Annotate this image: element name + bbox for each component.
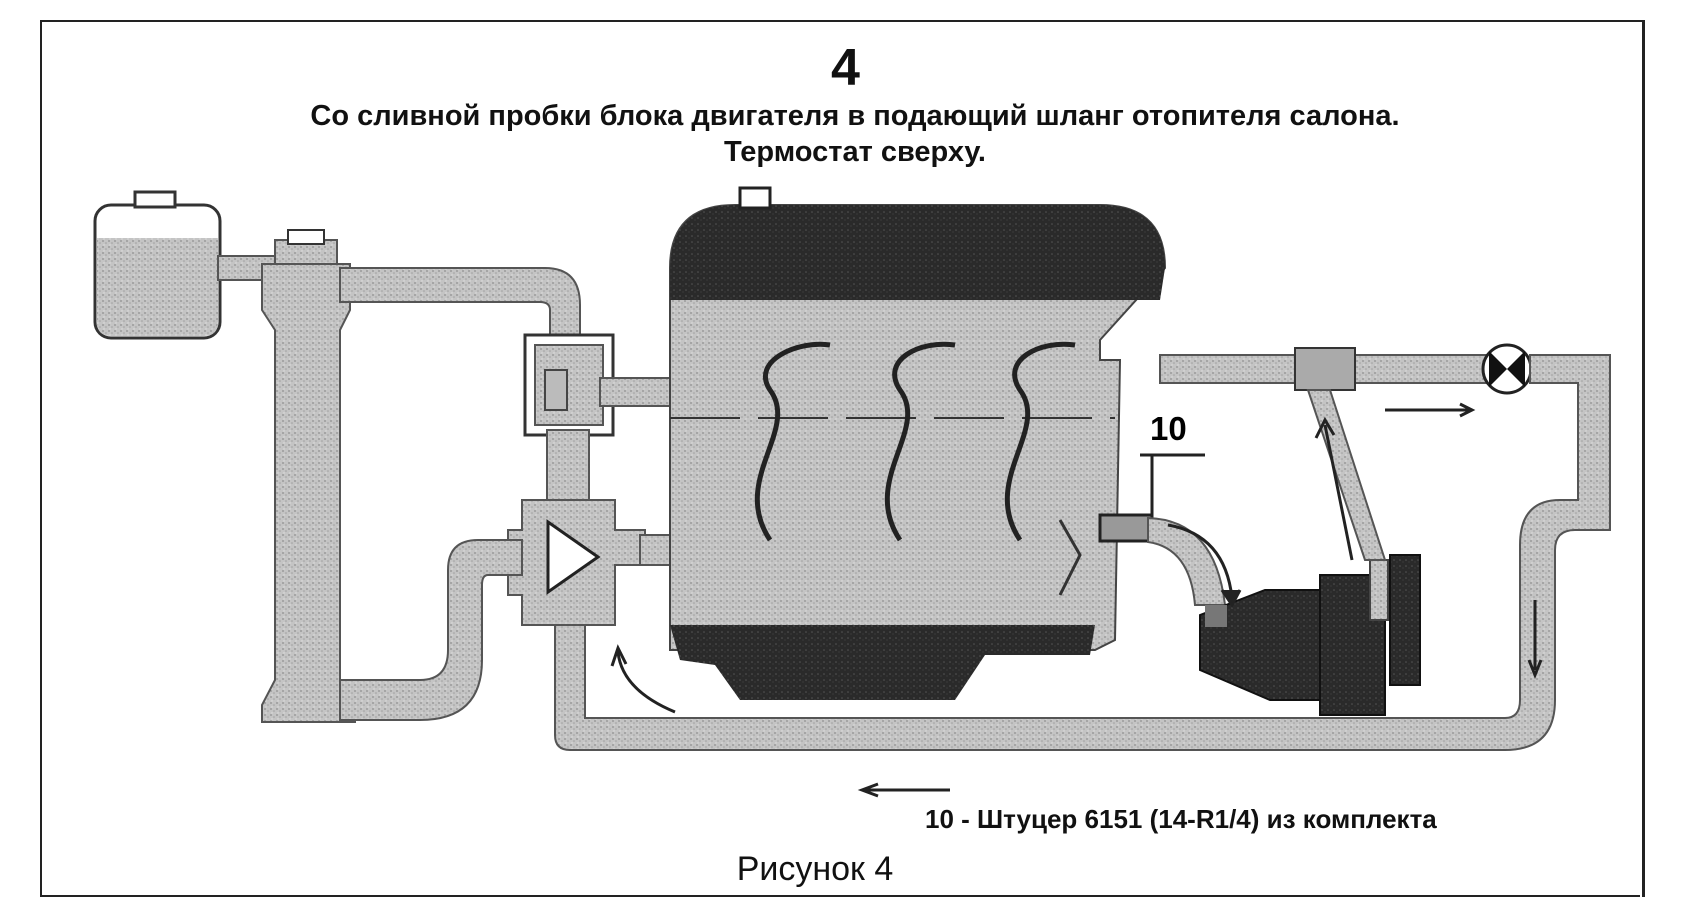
- figure-frame: [40, 20, 1645, 897]
- upper-radiator-hose: [339, 267, 581, 346]
- fitting-10: [1098, 513, 1154, 543]
- legend-text: 10 - Штуцер 6151 (14-R1/4) из комплекта: [925, 804, 1437, 834]
- callout-label: 10: [1150, 410, 1187, 447]
- figure-caption: Рисунок 4: [736, 850, 894, 888]
- lower-radiator-hose: [339, 539, 523, 721]
- title-line-1: Со сливной пробки блока двигателя в пода…: [310, 100, 1400, 132]
- water-pump: [507, 499, 646, 626]
- figure-number: 4: [831, 39, 860, 97]
- expansion-tank: [93, 190, 222, 340]
- heater-valve: [1481, 343, 1533, 395]
- engine-block: [669, 186, 1167, 700]
- bypass-pipe: [546, 429, 590, 501]
- bottom-rule: [40, 895, 1640, 897]
- figure-title: Со сливной пробки блока двигателя в пода…: [180, 98, 1530, 170]
- heater-return-loop: [554, 354, 1611, 751]
- thermostat-outlet: [599, 377, 671, 407]
- flow-arrows: [610, 402, 1543, 798]
- title-line-2: Термостат сверху.: [723, 136, 986, 168]
- radiator: [261, 229, 356, 723]
- preheater-unit: [1199, 554, 1421, 716]
- tee-fitting: [1294, 347, 1356, 391]
